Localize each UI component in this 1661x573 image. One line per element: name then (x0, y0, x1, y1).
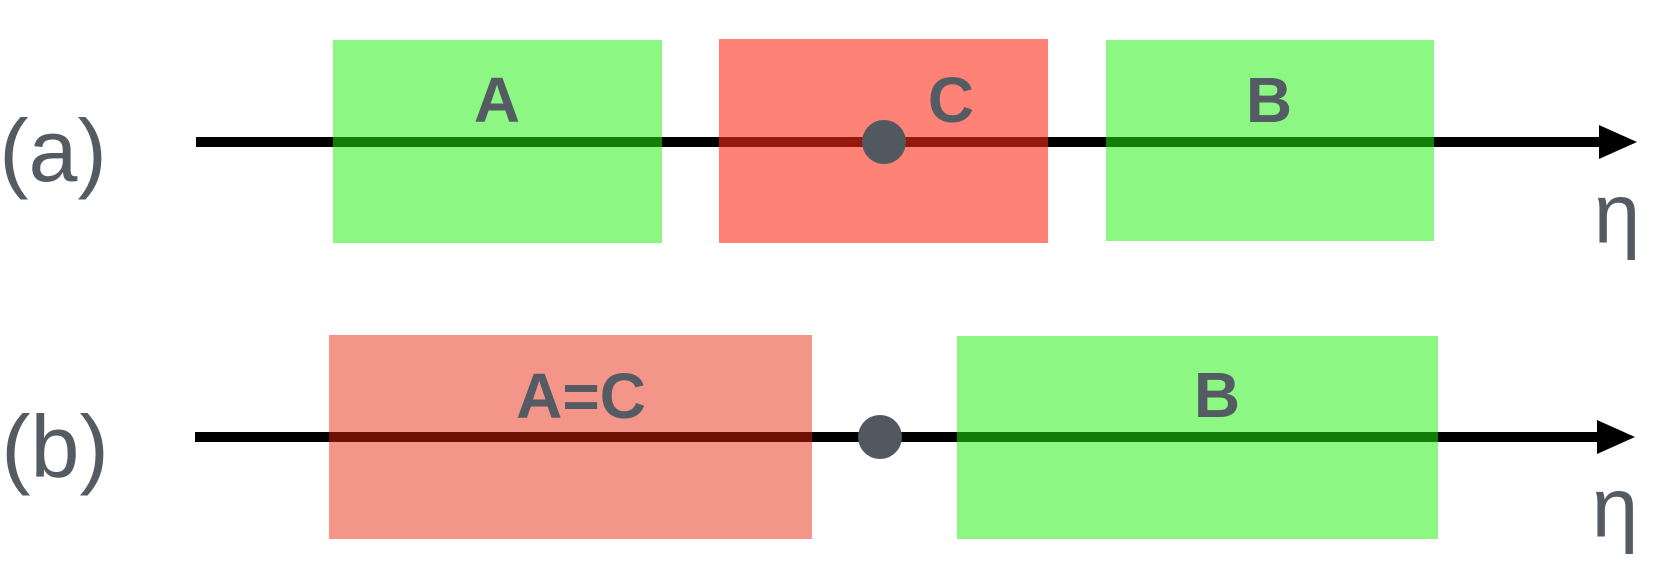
arrowhead-icon-b (1597, 420, 1635, 454)
region-box-B-b (957, 336, 1438, 539)
region-box-AC (329, 335, 812, 539)
row-label-a: (a) (0, 101, 107, 200)
axis-label-eta-a: η (1593, 166, 1641, 261)
axis-label-eta-b: η (1591, 460, 1639, 555)
region-label-B-b: B (1193, 359, 1241, 431)
region-label-B-a: B (1245, 64, 1293, 136)
region-box-B-a (1106, 40, 1434, 241)
row-label-b: (b) (1, 397, 109, 496)
region-label-A: A (473, 64, 521, 136)
operating-point-dot-b (858, 415, 902, 459)
operating-point-dot-a (862, 120, 906, 164)
arrowhead-icon-a (1599, 125, 1637, 159)
region-box-A (333, 40, 662, 243)
region-label-AC: A=C (516, 360, 646, 432)
region-label-C: C (927, 64, 975, 136)
